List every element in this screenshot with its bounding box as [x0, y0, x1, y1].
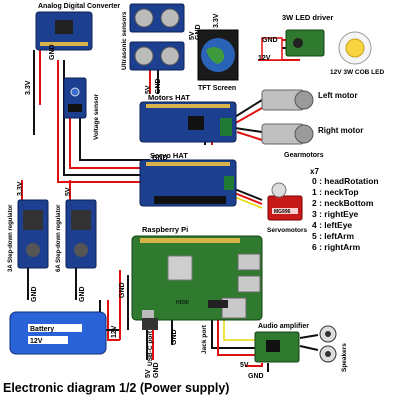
ultrasonic-label: Ultrasonic sensors: [121, 11, 128, 70]
servo-item-3: 3 : rightEye: [312, 209, 359, 219]
led-label: 12V 3W COB LED: [330, 69, 384, 76]
jack-port: Jack port: [201, 300, 228, 354]
motors-hat-label: Motors HAT: [148, 93, 190, 102]
servo-item-6: 6 : rightArm: [312, 242, 361, 252]
label-gnd-servohat: GND: [152, 155, 168, 162]
servo-hat: Servo HAT: [139, 151, 237, 207]
servo-hat-label: Servo HAT: [150, 151, 188, 160]
tft-label: TFT Screen: [198, 85, 236, 92]
led-driver-label: 3W LED driver: [282, 13, 333, 22]
left-motor-label: Left motor: [318, 91, 358, 100]
usbc-label: USB-C port: [147, 330, 154, 366]
label-gnd-reg1: GND: [31, 286, 38, 302]
servo-item-2: 2 : neckBottom: [312, 198, 374, 208]
battery-label: Battery: [30, 326, 54, 333]
servo-chip-label: MG996: [274, 209, 291, 215]
usb-c-port: USB-C port: [142, 318, 158, 366]
left-motor: Left motor: [261, 89, 358, 111]
servo-item-4: 4 : leftEye: [312, 220, 352, 230]
label-12v-led: 12V: [258, 55, 271, 62]
label-gnd-pi2: GND: [171, 329, 178, 345]
label-gnd-reg2: GND: [79, 286, 86, 302]
regulator-6a: 6A Step-down regulator: [56, 199, 97, 272]
battery-voltage: 12V: [30, 338, 43, 345]
servomotor: MG996 Servomotors: [267, 182, 307, 234]
label-5v-ultrasonic-top: 5V: [189, 31, 196, 40]
label-5v-reg: 5V: [65, 187, 72, 196]
gearmotors: Left motor Right motor Gearmotors: [261, 89, 363, 159]
servo-item-5: 5 : leftArm: [312, 231, 354, 241]
audio-amplifier: Audio amplifier: [254, 323, 309, 363]
gearmotors-label: Gearmotors: [284, 152, 324, 159]
right-motor: Right motor: [261, 123, 363, 145]
label-3v3-tft: 3.3V: [213, 13, 220, 28]
servo-item-1: 1 : neckTop: [312, 187, 359, 197]
reg-6a-label: 6A Step-down regulator: [56, 204, 62, 272]
speakers: Speakers: [319, 325, 348, 372]
servo-item-0: 0 : headRotation: [312, 176, 379, 186]
label-gnd-ultrasonic-bottom: GND: [155, 78, 162, 94]
wiring: [21, 39, 319, 372]
led-driver: 3W LED driver: [261, 13, 333, 61]
hdmi-label: HDMI: [176, 300, 189, 306]
servomotors-label: Servomotors: [267, 227, 307, 234]
label-gnd-led: GND: [262, 37, 278, 44]
analog-digital-converter: Analog Digital Converter: [35, 3, 120, 51]
label-3v3-reg: 3.3V: [17, 181, 24, 196]
jack-label: Jack port: [201, 324, 208, 354]
label-gnd-usbc: GND: [153, 362, 160, 378]
label-5v-amp: 5V: [240, 362, 249, 369]
label-5v-usbc: 5V: [145, 369, 152, 378]
label-gnd-pi: GND: [119, 282, 126, 298]
label-3v3-adc: 3.3V: [25, 80, 32, 95]
ultrasonic-sensors: Ultrasonic sensors: [121, 3, 185, 71]
right-motor-label: Right motor: [318, 126, 363, 135]
label-12v-pi: 12V: [111, 325, 118, 338]
servo-list: x7 0 : headRotation 1 : neckTop 2 : neck…: [310, 167, 379, 252]
voltage-sensor: Voltage sensor: [63, 77, 100, 140]
servo-count: x7: [310, 167, 319, 176]
label-5v-ultrasonic-bottom: 5V: [145, 85, 152, 94]
audio-amp-label: Audio amplifier: [258, 323, 309, 330]
tft-screen: TFT Screen: [197, 29, 239, 92]
raspberry-label: Raspberry Pi: [142, 225, 188, 234]
regulator-3a: 3A Step-down regulator: [8, 199, 49, 272]
label-gnd-adc: GND: [49, 44, 56, 60]
voltage-sensor-label: Voltage sensor: [93, 93, 100, 140]
speakers-label: Speakers: [341, 343, 348, 372]
reg-3a-label: 3A Step-down regulator: [8, 204, 14, 272]
label-gnd-amp: GND: [248, 373, 264, 380]
motors-hat: Motors HAT: [139, 93, 237, 143]
cob-led: 12V 3W COB LED: [330, 31, 384, 76]
adc-pin-row: [40, 42, 88, 46]
raspberry-pi: Raspberry Pi HDMI: [131, 225, 263, 321]
diagram-caption: Electronic diagram 1/2 (Power supply): [3, 381, 230, 395]
battery: Battery 12V: [9, 311, 107, 355]
adc-title: Analog Digital Converter: [38, 3, 120, 10]
